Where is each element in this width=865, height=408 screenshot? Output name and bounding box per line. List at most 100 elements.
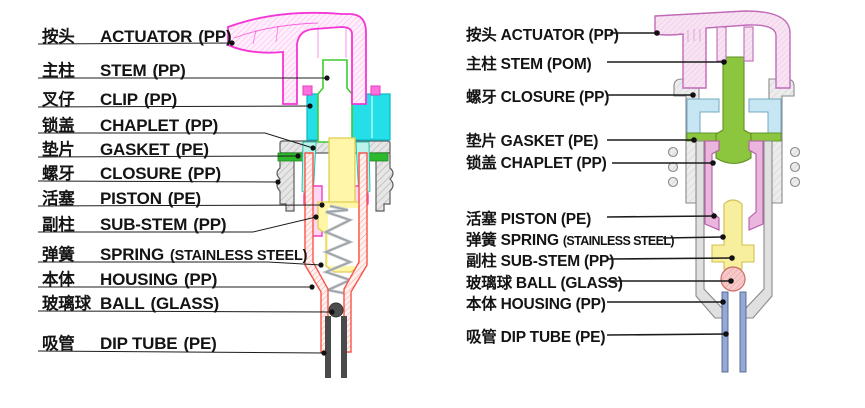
left-label-stem-en: STEM — [100, 61, 147, 80]
right-label-substem: 副柱 SUB-STEM (PP) — [466, 249, 614, 271]
left-label-actuator-material: (PP) — [198, 27, 232, 46]
right-label-gasket-material: (PE) — [568, 133, 599, 150]
right-label-housing: 本体 HOUSING (PP) — [466, 292, 606, 314]
right-label-chaplet-cn: 锁盖 — [466, 155, 497, 172]
left-label-actuator-cn: 按头 — [42, 28, 75, 46]
left-label-piston: 活塞 PISTON (PE) — [42, 185, 201, 209]
left-label-spring-material: (STAINLESS STEEL) — [169, 248, 308, 264]
left-label-actuator: 按头 ACTUATOR (PP) — [42, 23, 232, 47]
right-label-ball-cn: 玻璃球 — [466, 275, 512, 292]
right-label-chaplet-en: CHAPLET — [500, 155, 573, 172]
left-leader-lines — [37, 42, 333, 354]
left-label-piston-en: PISTON — [100, 189, 162, 208]
left-label-ball: 玻璃球 BALL (GLASS) — [42, 290, 219, 314]
right-label-closure: 螺牙 CLOSURE (PP) — [466, 85, 609, 107]
left-label-housing: 本体 HOUSING (PP) — [42, 266, 217, 290]
right-stem-part — [715, 56, 752, 165]
left-label-gasket: 垫片 GASKET (PE) — [42, 136, 209, 160]
right-label-substem-cn: 副柱 — [466, 253, 497, 270]
right-label-diptube-en: DIP TUBE — [500, 329, 572, 346]
right-label-piston-en: PISTON — [500, 211, 557, 228]
left-label-housing-en: HOUSING — [100, 270, 178, 289]
left-label-gasket-cn: 垫片 — [42, 141, 75, 159]
left-label-ball-en: BALL — [100, 294, 145, 313]
right-label-housing-material: (PP) — [575, 296, 606, 313]
left-label-piston-material: (PE) — [167, 189, 201, 208]
left-stem-part — [317, 59, 353, 143]
right-label-actuator: 按头 ACTUATOR (PP) — [466, 23, 619, 45]
left-label-stem-material: (PP) — [152, 61, 186, 80]
left-label-clip-material: (PP) — [143, 90, 178, 109]
left-label-gasket-material: (PE) — [175, 140, 209, 159]
left-label-clip-en: CLIP — [100, 90, 138, 109]
right-label-closure-en: CLOSURE — [500, 89, 576, 106]
left-clip-tab-right — [370, 85, 381, 96]
left-label-spring-en: SPRING — [100, 245, 164, 264]
right-label-stem-cn: 主柱 — [466, 56, 497, 73]
right-label-housing-cn: 本体 — [466, 296, 497, 313]
left-label-diptube-en: DIP TUBE — [100, 334, 178, 353]
left-leader-dots — [229, 40, 335, 356]
left-label-ball-cn: 玻璃球 — [42, 295, 91, 313]
left-label-chaplet-en: CHAPLET — [100, 116, 179, 135]
left-label-substem-material: (PP) — [193, 215, 227, 234]
left-label-piston-cn: 活塞 — [42, 190, 75, 208]
right-label-stem-en: STEM — [500, 56, 543, 73]
left-clip-tab-left — [302, 85, 313, 96]
left-label-ball-material: (GLASS) — [150, 294, 220, 313]
right-ball-part — [720, 266, 746, 292]
left-diptube-part — [325, 316, 347, 378]
right-label-piston-cn: 活塞 — [466, 211, 497, 228]
left-label-substem: 副柱 SUB-STEM (PP) — [42, 211, 227, 235]
left-label-gasket-en: GASKET — [100, 140, 170, 159]
left-label-spring-cn: 弹簧 — [42, 246, 75, 264]
left-label-substem-en: SUB-STEM — [100, 215, 188, 234]
right-label-actuator-material: (PP) — [588, 27, 619, 44]
right-label-stem: 主柱 STEM (POM) — [466, 52, 592, 74]
left-label-closure: 螺牙 CLOSURE (PP) — [42, 160, 221, 184]
right-substem-part — [711, 199, 755, 270]
right-label-diptube-cn: 吸管 — [466, 329, 497, 346]
left-label-diptube: 吸管 DIP TUBE (PE) — [42, 330, 217, 354]
left-label-stem: 主柱 STEM (PP) — [42, 57, 186, 81]
right-diagram — [606, 10, 801, 373]
right-label-substem-en: SUB-STEM — [500, 253, 581, 270]
right-leader-dots — [654, 30, 735, 337]
left-spring-part — [321, 204, 355, 296]
right-label-ball-en: BALL — [515, 275, 557, 292]
right-label-gasket: 垫片 GASKET (PE) — [466, 129, 598, 151]
right-label-piston-material: (PE) — [560, 211, 592, 228]
right-label-stem-material: (POM) — [546, 56, 592, 73]
left-label-clip-cn: 叉仔 — [42, 91, 75, 109]
left-label-housing-cn: 本体 — [42, 271, 75, 289]
left-label-substem-cn: 副柱 — [42, 216, 75, 234]
left-label-actuator-en: ACTUATOR — [100, 27, 193, 46]
left-label-closure-cn: 螺牙 — [42, 165, 75, 183]
left-label-closure-en: CLOSURE — [100, 164, 182, 183]
right-label-housing-en: HOUSING — [500, 296, 572, 313]
left-label-chaplet-material: (PP) — [184, 116, 219, 135]
right-label-closure-material: (PP) — [579, 89, 610, 106]
left-label-diptube-material: (PE) — [183, 334, 217, 353]
left-actuator-part — [227, 11, 367, 105]
left-diagram — [37, 11, 394, 378]
right-label-closure-cn: 螺牙 — [466, 89, 497, 106]
right-label-gasket-cn: 垫片 — [466, 133, 497, 150]
left-label-clip: 叉仔 CLIP (PP) — [42, 86, 177, 110]
right-label-ball: 玻璃球 BALL (GLASS) — [466, 271, 623, 293]
right-label-ball-material: (GLASS) — [560, 275, 623, 292]
left-label-diptube-cn: 吸管 — [42, 335, 75, 353]
right-label-gasket-en: GASKET — [500, 133, 565, 150]
left-label-housing-material: (PP) — [183, 270, 218, 289]
right-label-diptube-material: (PE) — [575, 329, 606, 346]
right-leader-lines — [606, 32, 733, 336]
right-label-chaplet: 锁盖 CHAPLET (PP) — [466, 151, 607, 173]
right-label-chaplet-material: (PP) — [576, 155, 607, 172]
right-label-spring-material: (STAINLESS STEEL) — [562, 234, 675, 248]
right-label-diptube: 吸管 DIP TUBE (PE) — [466, 325, 605, 347]
right-label-substem-material: (PP) — [583, 253, 615, 270]
right-label-actuator-en: ACTUATOR — [500, 27, 585, 44]
right-label-spring-cn: 弹簧 — [466, 232, 497, 249]
